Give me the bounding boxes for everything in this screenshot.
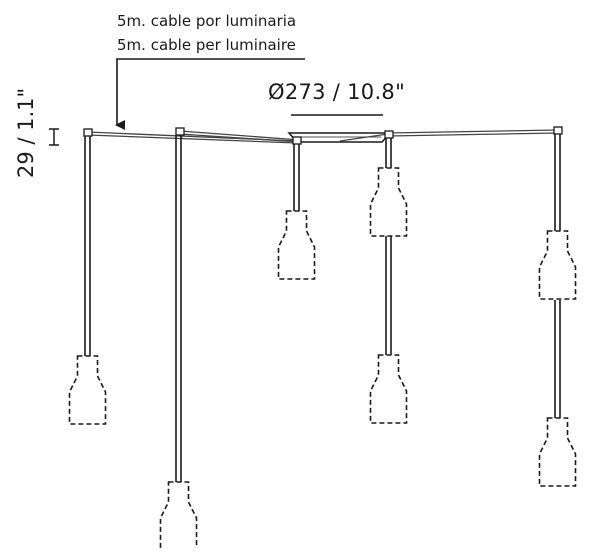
cable-callout-leader — [115, 58, 305, 130]
luminaire-shade-5 — [369, 354, 408, 424]
cable-note-english: 5m. cable per luminaire — [117, 36, 296, 54]
diameter-label: Ø273 / 10.8" — [268, 80, 406, 104]
ceiling-hooks — [83, 126, 563, 145]
luminaire-shade-4 — [369, 167, 408, 237]
luminaire-shade-2 — [159, 481, 198, 551]
luminaire-shade-1 — [68, 355, 107, 425]
drop-cables — [84, 134, 561, 484]
height-dimension-mark — [49, 128, 59, 146]
luminaire-shade-6 — [538, 230, 577, 300]
height-label: 29 / 1.1" — [14, 87, 38, 178]
luminaire-shade-7 — [538, 417, 577, 487]
cable-note-spanish: 5m. cable por luminaria — [117, 12, 297, 30]
luminaire-shades — [68, 167, 577, 551]
ceiling-canopy — [287, 132, 392, 143]
luminaire-shade-3 — [277, 210, 316, 280]
arm-cables — [87, 129, 559, 144]
